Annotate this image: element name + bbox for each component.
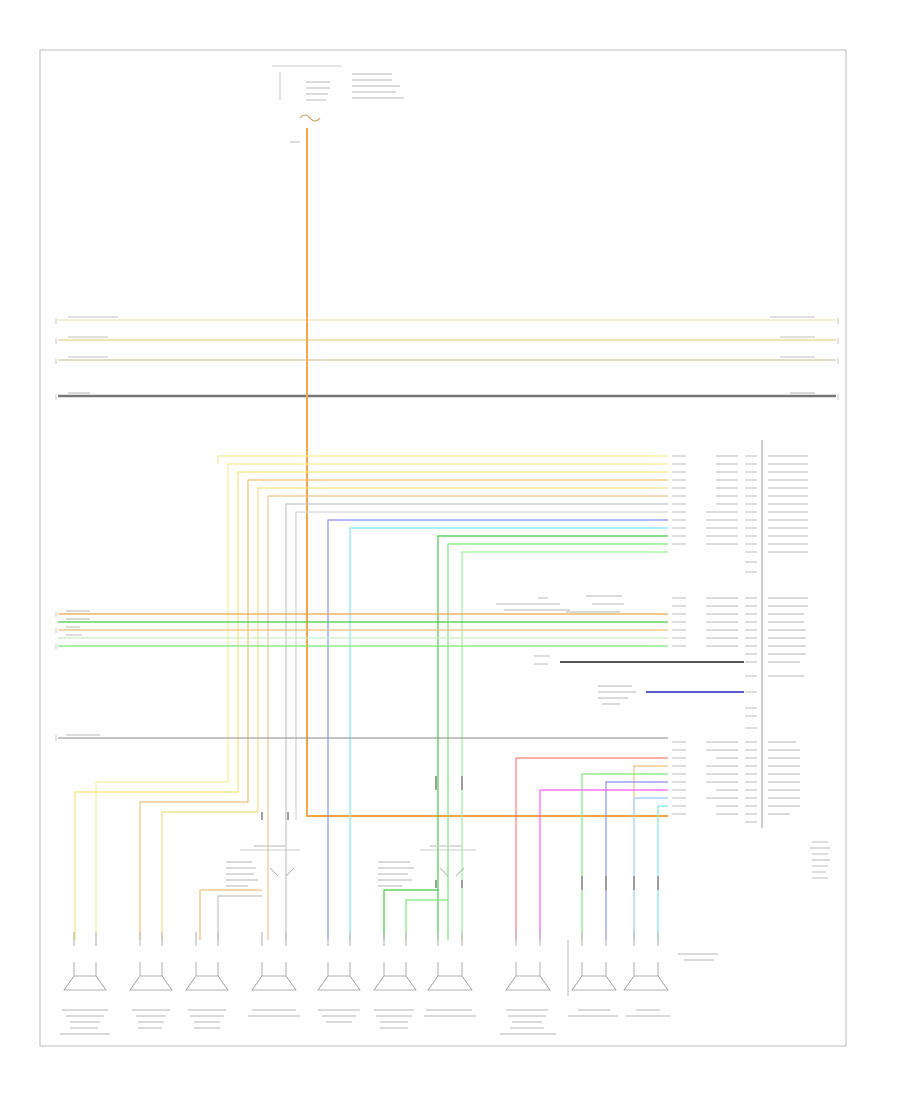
- amp-module-label: [810, 841, 830, 879]
- wire-gray: [295, 511, 668, 820]
- input-device-labels: [496, 595, 636, 705]
- wire-yellow: [95, 463, 668, 940]
- speaker-right-tweeter: [427, 932, 473, 991]
- speaker-right-rear-door: [317, 932, 361, 991]
- ground-line: [55, 734, 668, 741]
- wire-green: [405, 899, 448, 940]
- wire-green: [447, 543, 668, 940]
- splice-right: [378, 845, 476, 940]
- speaker-feed-wires: [74, 455, 668, 940]
- wire-green: [383, 889, 438, 940]
- wire-lt-orange: [199, 889, 262, 940]
- diagram-border: [39, 49, 847, 1047]
- splice-left: [199, 845, 300, 940]
- wire-lt-orange: [267, 495, 668, 940]
- wire-lt-orange: [633, 765, 668, 812]
- fuse-icon: [299, 114, 321, 122]
- bus-line: [58, 336, 836, 341]
- bus-line: [58, 356, 836, 361]
- bus-end-ticks: [55, 318, 839, 400]
- amp-pin-labels: [768, 455, 808, 815]
- speaker-front-pillar-left: [63, 932, 107, 991]
- wire-cyan: [657, 805, 668, 940]
- speaker-right-subwoofer: [623, 932, 669, 991]
- wire-lt-orange: [139, 479, 668, 940]
- wire-gray: [217, 895, 262, 940]
- bus-lines: [55, 316, 839, 400]
- speaker-right-front-door: [373, 932, 417, 991]
- speaker-row: [63, 932, 669, 996]
- rear-speaker-wires: [515, 757, 668, 940]
- amp-module: [745, 440, 830, 879]
- amp-pin-ticks: [745, 455, 757, 823]
- wire-green: [581, 773, 668, 940]
- wire-codes: [672, 455, 738, 815]
- speaker-right-front-pillar: [505, 932, 551, 991]
- wire-magenta: [539, 789, 668, 940]
- speaker-left-front-door: [185, 932, 229, 991]
- speaker-label-lines: [60, 1009, 670, 1035]
- wire-yellow: [217, 455, 668, 464]
- wire-lt-blue: [633, 797, 668, 940]
- wire-cyan: [349, 527, 668, 940]
- wire-green: [437, 535, 668, 940]
- speaker-left-subwoofer: [567, 932, 617, 996]
- speaker-left-tweeter: [251, 932, 297, 991]
- orange-feed-wire: [306, 128, 668, 817]
- input-bundle-labels: [66, 610, 90, 636]
- input-bundle: [55, 595, 744, 705]
- wire-yellow: [74, 471, 668, 940]
- bus-line: [58, 316, 836, 321]
- top-fuse-block: [272, 65, 404, 143]
- subwoofer-group-label: [678, 953, 718, 961]
- connector-ticks: [261, 776, 659, 890]
- wire-green: [461, 551, 668, 940]
- bus-line: [58, 392, 836, 398]
- wire-yellow: [161, 487, 668, 940]
- fuse-text-lines: [290, 73, 404, 143]
- speaker-left-rear-door: [129, 932, 173, 991]
- wire-gray: [285, 503, 668, 940]
- wire-red: [515, 757, 668, 940]
- wire-blue: [327, 519, 668, 940]
